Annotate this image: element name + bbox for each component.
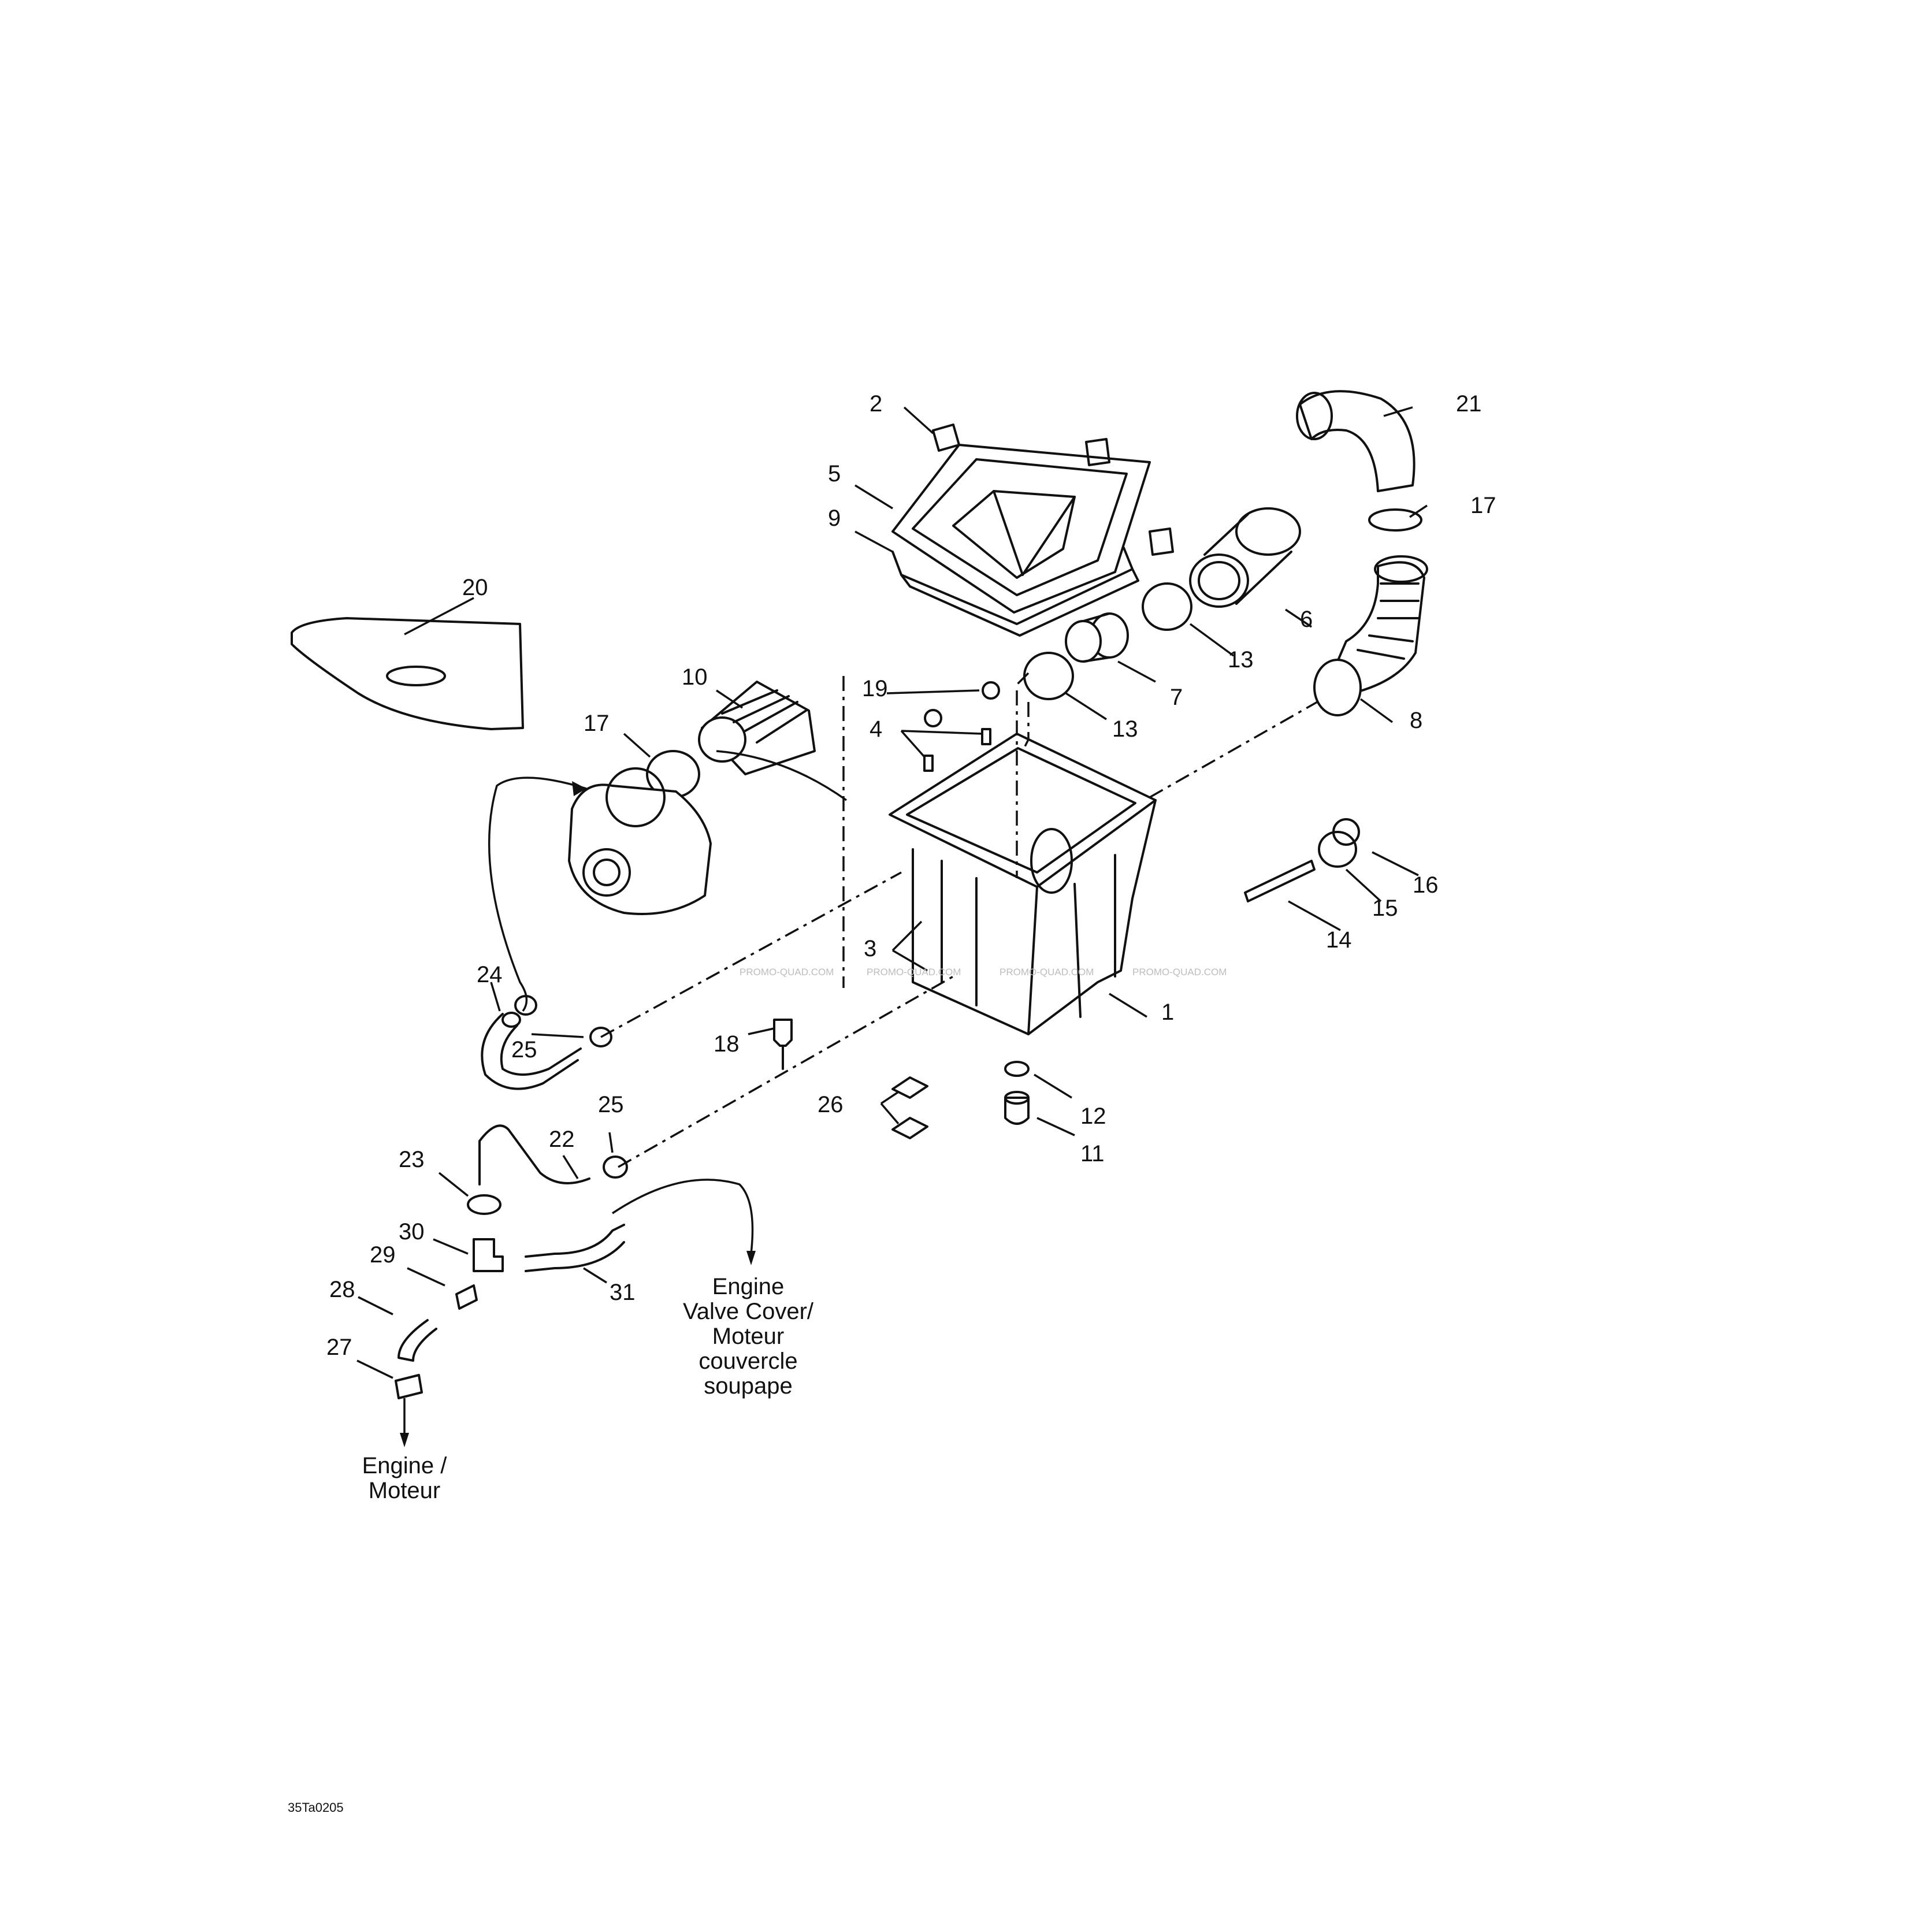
callout-13b: 13 [1112,716,1138,742]
valve-cover-note-line-1: Engine [712,1274,785,1299]
valve-cover-note-line-4: couvercle [699,1348,797,1374]
part-6-intake-tube [1189,507,1301,608]
callout-23: 23 [399,1147,425,1172]
callout-14: 14 [1326,927,1352,953]
callout-8: 8 [1410,708,1422,733]
callout-7: 7 [1170,685,1183,710]
part-24-hose [481,995,612,1090]
callout-25a: 25 [511,1037,537,1062]
part-20-heat-shield [291,617,524,730]
watermark-3: PROMO-QUAD.COM [1000,967,1094,978]
part-21-elbow [1296,390,1415,492]
callout-9: 9 [828,506,841,531]
throttle-body [568,767,712,915]
callout-18: 18 [714,1031,740,1057]
watermark-2: PROMO-QUAD.COM [867,967,961,978]
callout-22: 22 [549,1127,575,1152]
callout-6: 6 [1300,607,1313,632]
drawing-code: 35Ta0205 [288,1800,344,1815]
callout-20: 20 [462,575,488,600]
callout-21: 21 [1456,391,1482,417]
callout-24: 24 [477,962,503,987]
part-15-16-caps [1318,818,1360,868]
part-5-airbox-lid [891,444,1151,614]
callout-30: 30 [399,1219,425,1244]
callout-1: 1 [1161,1000,1174,1025]
watermark-4: PROMO-QUAD.COM [1132,967,1227,978]
part-18-bolt [773,1019,793,1070]
engine-note-line-2: Moteur [369,1478,441,1503]
part-19-4-hardware [923,681,1000,772]
callout-17b: 17 [584,711,610,736]
callout-27: 27 [326,1335,352,1360]
callout-2: 2 [870,391,882,417]
callout-31: 31 [610,1280,636,1305]
callout-25b: 25 [598,1092,624,1117]
part-26-pads [891,1076,928,1139]
callout-10: 10 [682,664,708,690]
valve-cover-note: Engine Valve Cover/ Moteur couvercle sou… [683,1274,814,1399]
part-22-31-hoses [395,1124,628,1399]
callout-29: 29 [370,1242,396,1268]
part-14-strap [1244,860,1316,902]
valve-cover-note-line-2: Valve Cover/ [683,1299,814,1324]
callout-12: 12 [1080,1104,1106,1129]
valve-cover-note-line-5: soupape [704,1373,792,1399]
part-10-boot [698,681,816,775]
part-2-clips [932,423,1174,556]
part-7-coupler [1065,612,1129,663]
callout-28: 28 [329,1277,355,1302]
callout-15: 15 [1372,896,1398,921]
watermark-1: PROMO-QUAD.COM [740,967,834,978]
valve-cover-note-line-3: Moteur [712,1324,785,1349]
callout-16: 16 [1413,872,1439,898]
callout-17a: 17 [1470,493,1496,518]
engine-note: Engine / Moteur [362,1453,448,1503]
callout-4: 4 [870,716,882,742]
callout-19: 19 [862,676,888,701]
callout-11: 11 [1080,1141,1105,1166]
part-9-filter-frame [891,547,1139,637]
callout-3: 3 [864,936,876,961]
part-11-12-drain [1004,1061,1030,1125]
callout-5: 5 [828,461,841,486]
part-8-corrugated-duct [1313,555,1428,716]
part-1-airbox [889,733,1157,1035]
callout-13a: 13 [1228,647,1254,673]
engine-note-line-1: Engine / [362,1453,448,1478]
callout-26: 26 [818,1092,844,1117]
